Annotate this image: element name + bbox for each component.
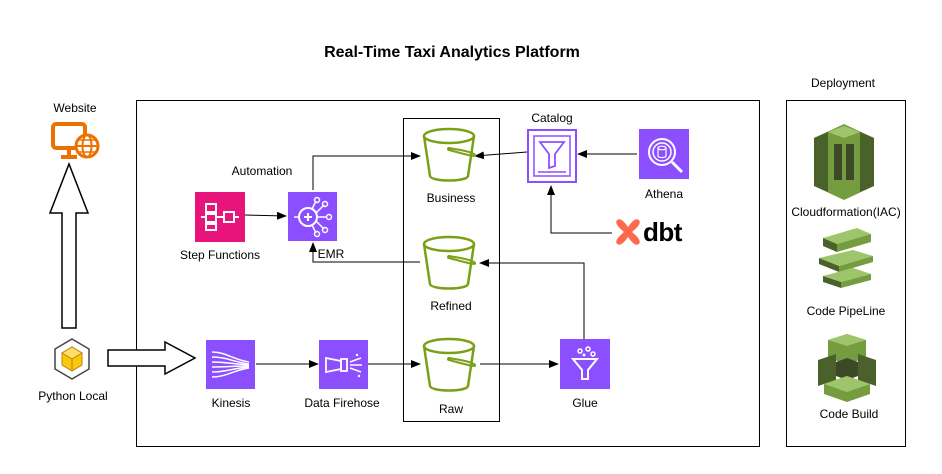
website-icon <box>51 122 101 162</box>
refined-to-emr-arrow <box>309 242 420 263</box>
raw-label: Raw <box>438 402 464 416</box>
athena-label: Athena <box>644 187 684 201</box>
deployment-container <box>786 100 906 447</box>
glue-icon <box>560 339 610 389</box>
dbt-wordmark: dbt <box>643 217 682 247</box>
emr-to-business-arrow <box>312 152 421 190</box>
catalog-label: Catalog <box>531 111 573 125</box>
business-label: Business <box>426 191 476 205</box>
storage-container <box>403 118 500 422</box>
glue-label: Glue <box>572 396 598 410</box>
refined-bucket-icon <box>421 234 477 292</box>
deployment-item-code-pipeline: Code PipeLine <box>806 304 886 318</box>
catalog-icon <box>526 128 578 184</box>
python-local-label: Python Local <box>38 389 108 403</box>
kinesis-label: Kinesis <box>211 396 251 410</box>
business-bucket-icon <box>421 126 477 184</box>
automation-label: Automation <box>231 164 293 178</box>
python-to-kinesis-arrow <box>107 340 197 376</box>
raw-bucket-icon <box>421 336 477 394</box>
athena-icon <box>639 129 689 179</box>
step-functions-icon <box>195 192 245 242</box>
dbt-logo-icon <box>614 217 642 247</box>
website-label: Website <box>53 101 97 115</box>
code-pipeline-icon <box>817 226 875 290</box>
catalog-to-business-arrow <box>474 151 528 160</box>
refined-label: Refined <box>430 299 472 313</box>
emr-icon <box>288 192 337 241</box>
data-firehose-icon <box>319 340 368 389</box>
dbt-to-catalog-arrow <box>547 185 612 234</box>
glue-to-refined-arrow <box>479 259 585 340</box>
platform-container <box>136 100 760 447</box>
python-local-icon <box>52 337 92 381</box>
python-to-website-arrow <box>48 161 90 329</box>
deployment-heading: Deployment <box>810 76 876 90</box>
emr-label: EMR <box>317 247 345 261</box>
cloudformation-icon <box>814 124 874 200</box>
diagram-title: Real-Time Taxi Analytics Platform <box>324 44 580 61</box>
data-firehose-label: Data Firehose <box>304 396 380 410</box>
deployment-item-cloudformation: Cloudformation(IAC) <box>791 205 901 219</box>
stepfunctions-to-emr-arrow <box>244 211 287 220</box>
kinesis-icon <box>206 340 255 389</box>
code-build-icon <box>818 334 876 402</box>
step-functions-label: Step Functions <box>179 248 261 262</box>
deployment-item-code-build: Code Build <box>819 407 879 421</box>
